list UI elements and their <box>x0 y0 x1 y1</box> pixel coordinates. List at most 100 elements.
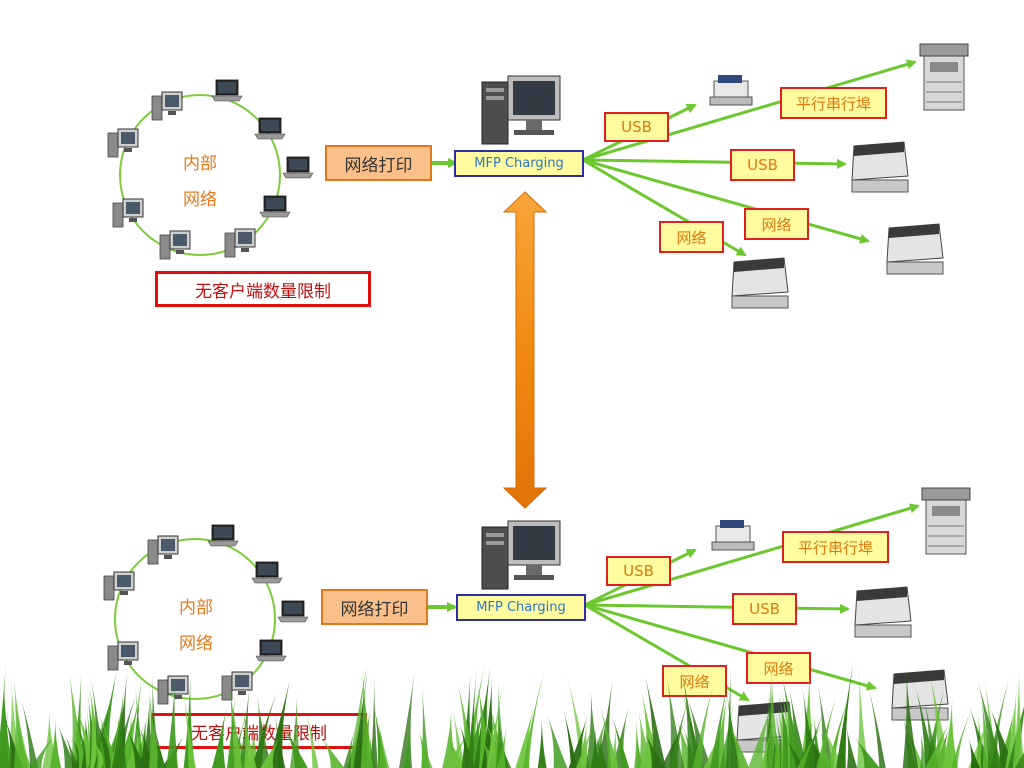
grass-blade <box>125 725 146 768</box>
grass-blade <box>968 737 981 768</box>
grass-blade <box>639 720 657 768</box>
grass-blade <box>13 675 28 768</box>
grass-blade <box>444 732 470 768</box>
grass-blade <box>820 728 832 768</box>
grass-blade <box>576 724 595 768</box>
grass-blade <box>88 683 106 768</box>
grass-blade <box>451 705 466 768</box>
grass-blade <box>772 732 782 768</box>
grass-blade <box>638 710 655 768</box>
network-ring <box>114 538 276 700</box>
mfp-charging-label: MFP Charging <box>454 150 584 177</box>
grass-blade <box>925 723 950 768</box>
grass-blade <box>515 706 535 768</box>
arrow-usb-printer <box>584 603 850 614</box>
grass-blade <box>585 689 602 768</box>
grass-blade <box>546 713 568 768</box>
grass-blade <box>398 672 415 768</box>
grass-blade <box>836 663 854 768</box>
network-ring <box>119 94 281 256</box>
grass-blade <box>568 715 588 768</box>
network-label: 网络 <box>662 665 727 697</box>
mfp-charging-label: MFP Charging <box>456 594 586 621</box>
grass-blade <box>343 730 355 768</box>
grass-blade <box>30 735 55 768</box>
grass-blade <box>111 690 127 768</box>
grass-blade <box>712 696 728 768</box>
grass-blade <box>148 687 161 768</box>
grass-blade <box>87 693 101 768</box>
network-label: 网络 <box>744 208 809 240</box>
grass-blade <box>71 722 93 768</box>
grass-blade <box>477 683 495 768</box>
arrow-net-printer-right <box>584 603 877 691</box>
arrow-parallel-copier <box>584 503 920 607</box>
grass-blade <box>62 729 79 768</box>
grass-blade <box>403 717 411 768</box>
grass-blade <box>942 697 958 768</box>
grass-blade <box>233 719 243 768</box>
grass-blade <box>920 730 929 768</box>
arrow-parallel-copier <box>582 59 917 162</box>
grass-blade <box>251 693 277 768</box>
grass-blade <box>726 690 741 768</box>
grass-blade <box>496 727 507 768</box>
grass-blade <box>781 733 805 768</box>
grass-blade <box>980 692 993 768</box>
grass-blade <box>458 720 475 768</box>
grass-blade <box>348 664 367 768</box>
grass-blade <box>495 678 507 768</box>
grass-blade <box>634 718 642 768</box>
grass-blade <box>845 724 858 768</box>
grass-blade <box>777 690 798 768</box>
parallel-port-label: 平行串行埠 <box>780 87 887 119</box>
grass-blade <box>274 711 286 768</box>
grass-blade <box>134 681 145 768</box>
ring-label: 网络 <box>183 190 217 210</box>
grass-blade <box>760 725 773 768</box>
grass-blade <box>372 699 387 768</box>
grass-blade <box>685 693 712 768</box>
grass-blade <box>281 722 308 768</box>
grass-blade <box>211 708 227 768</box>
grass-blade <box>226 695 235 768</box>
grass-blade <box>256 694 272 768</box>
grass-blade <box>857 666 869 768</box>
grass-blade <box>467 668 477 768</box>
grass-blade <box>853 735 880 768</box>
grass-blade <box>902 666 919 768</box>
grass-blade <box>18 690 39 768</box>
grass-blade <box>724 714 750 768</box>
grass-blade <box>666 672 685 768</box>
grass-blade <box>608 709 630 768</box>
grass-blade <box>0 664 6 768</box>
grass-blade <box>692 683 714 768</box>
grass-blade <box>775 711 788 768</box>
grass-blade <box>304 702 319 768</box>
grass-blade <box>564 669 589 768</box>
grass-blade <box>1015 752 1024 768</box>
grass-blade <box>593 735 608 768</box>
grass-blade <box>182 689 196 768</box>
grass-blade <box>709 679 730 768</box>
grass-blade <box>378 718 390 768</box>
grass-blade <box>611 707 629 768</box>
usb-label: USB <box>732 593 797 625</box>
grass-blade <box>418 728 433 768</box>
grass-blade <box>866 677 886 768</box>
grass-blade <box>183 673 195 768</box>
grass-blade <box>260 736 281 768</box>
ring-label: 网络 <box>179 634 213 654</box>
grass-blade <box>975 673 1003 768</box>
grass-blade <box>68 668 87 768</box>
grass-blade <box>901 712 917 768</box>
grass-blade <box>797 722 823 768</box>
grass-blade <box>95 704 118 768</box>
grass-blade <box>773 722 787 768</box>
grass-blade <box>370 675 378 768</box>
grass-blade <box>748 701 774 768</box>
grass-blade <box>561 701 578 768</box>
net-print-label: 网络打印 <box>325 145 432 181</box>
grass-blade <box>442 709 458 768</box>
grass-blade <box>820 723 845 768</box>
